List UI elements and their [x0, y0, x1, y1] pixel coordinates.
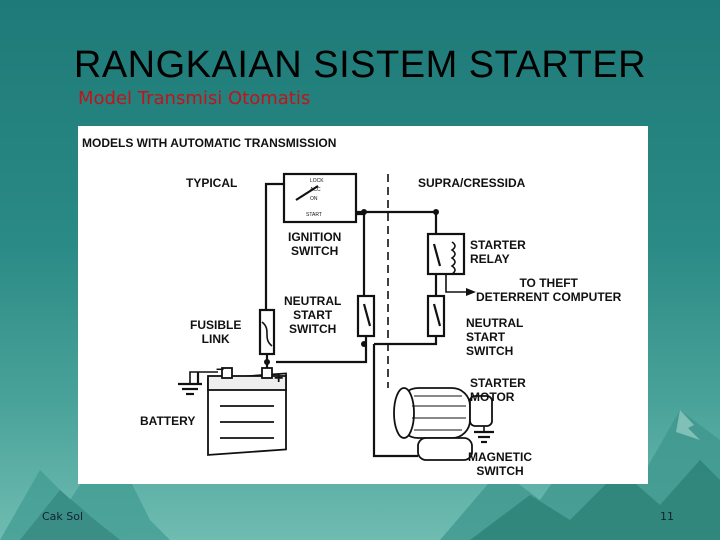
wire-ignition-to-fusible: [264, 182, 284, 310]
battery-label: BATTERY: [140, 414, 196, 428]
starter-circuit-diagram: MODELS WITH AUTOMATIC TRANSMISSION TYPIC…: [78, 126, 648, 484]
neutral-switch-right-box: [426, 294, 446, 338]
switch-pos-on: ON: [310, 196, 318, 202]
wire-ignition-to-neutral-left: [356, 212, 366, 296]
starter-motor-label: STARTER MOTOR: [470, 376, 526, 404]
circuit-wiring: [178, 172, 494, 461]
footer-author: Cak Sol: [42, 510, 84, 523]
theft-deterrent-label: TO THEFT DETERRENT COMPUTER: [476, 276, 622, 304]
fusible-link-label: FUSIBLE LINK: [190, 318, 242, 346]
ignition-contact: [295, 185, 319, 201]
starter-relay-label: STARTER RELAY: [470, 238, 526, 266]
battery-plus-sign: +: [274, 370, 284, 387]
switch-pos-lock: LOCK: [310, 178, 324, 184]
slide-subtitle: Model Transmisi Otomatis: [78, 88, 311, 109]
ignition-switch-label: IGNITION SWITCH: [288, 230, 342, 258]
wire-to-magnetic-switch: [372, 344, 418, 458]
neutral-start-switch-right-label: NEUTRAL START SWITCH: [466, 316, 524, 358]
switch-pos-start: START: [306, 212, 322, 218]
section-supra-cressida: SUPRA/CRESSIDA: [418, 176, 526, 190]
battery-drawing: [207, 367, 287, 456]
wire-neutral-left-to-battery: [276, 336, 368, 364]
wire-to-starter-relay: [356, 210, 438, 234]
neutral-start-switch-left-label: NEUTRAL START SWITCH: [284, 294, 342, 336]
section-typical: TYPICAL: [186, 176, 238, 190]
ignition-switch-box: [282, 172, 358, 224]
footer-page-number: 11: [660, 510, 674, 523]
slide-title: RANGKAIAN SISTEM STARTER: [73, 44, 647, 86]
battery-minus-sign: −: [216, 361, 225, 377]
wire-neutral-right-to-bus: [374, 336, 438, 346]
magnetic-switch-label: MAGNETIC SWITCH: [468, 450, 532, 478]
diagram-heading: MODELS WITH AUTOMATIC TRANSMISSION: [82, 136, 337, 150]
starter-motor-drawing: [393, 387, 493, 461]
starter-relay-box: [426, 232, 466, 276]
switch-pos-acc: ACC: [310, 187, 321, 193]
